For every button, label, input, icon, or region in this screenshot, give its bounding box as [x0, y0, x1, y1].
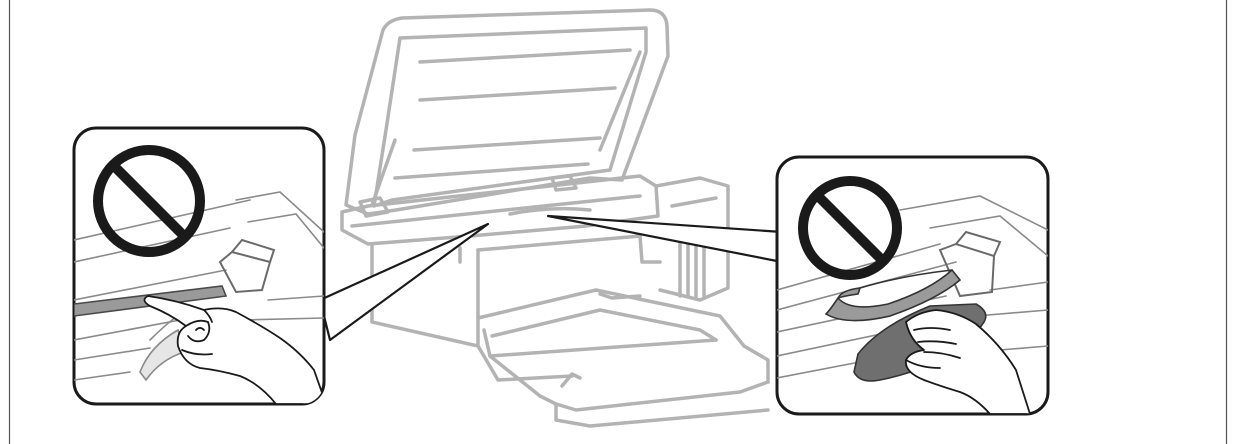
scanner-lid	[346, 10, 668, 214]
right-callout	[777, 157, 1048, 414]
left-callout	[74, 128, 326, 404]
paper-tray	[478, 290, 768, 426]
right-callout-pointer	[548, 216, 782, 262]
